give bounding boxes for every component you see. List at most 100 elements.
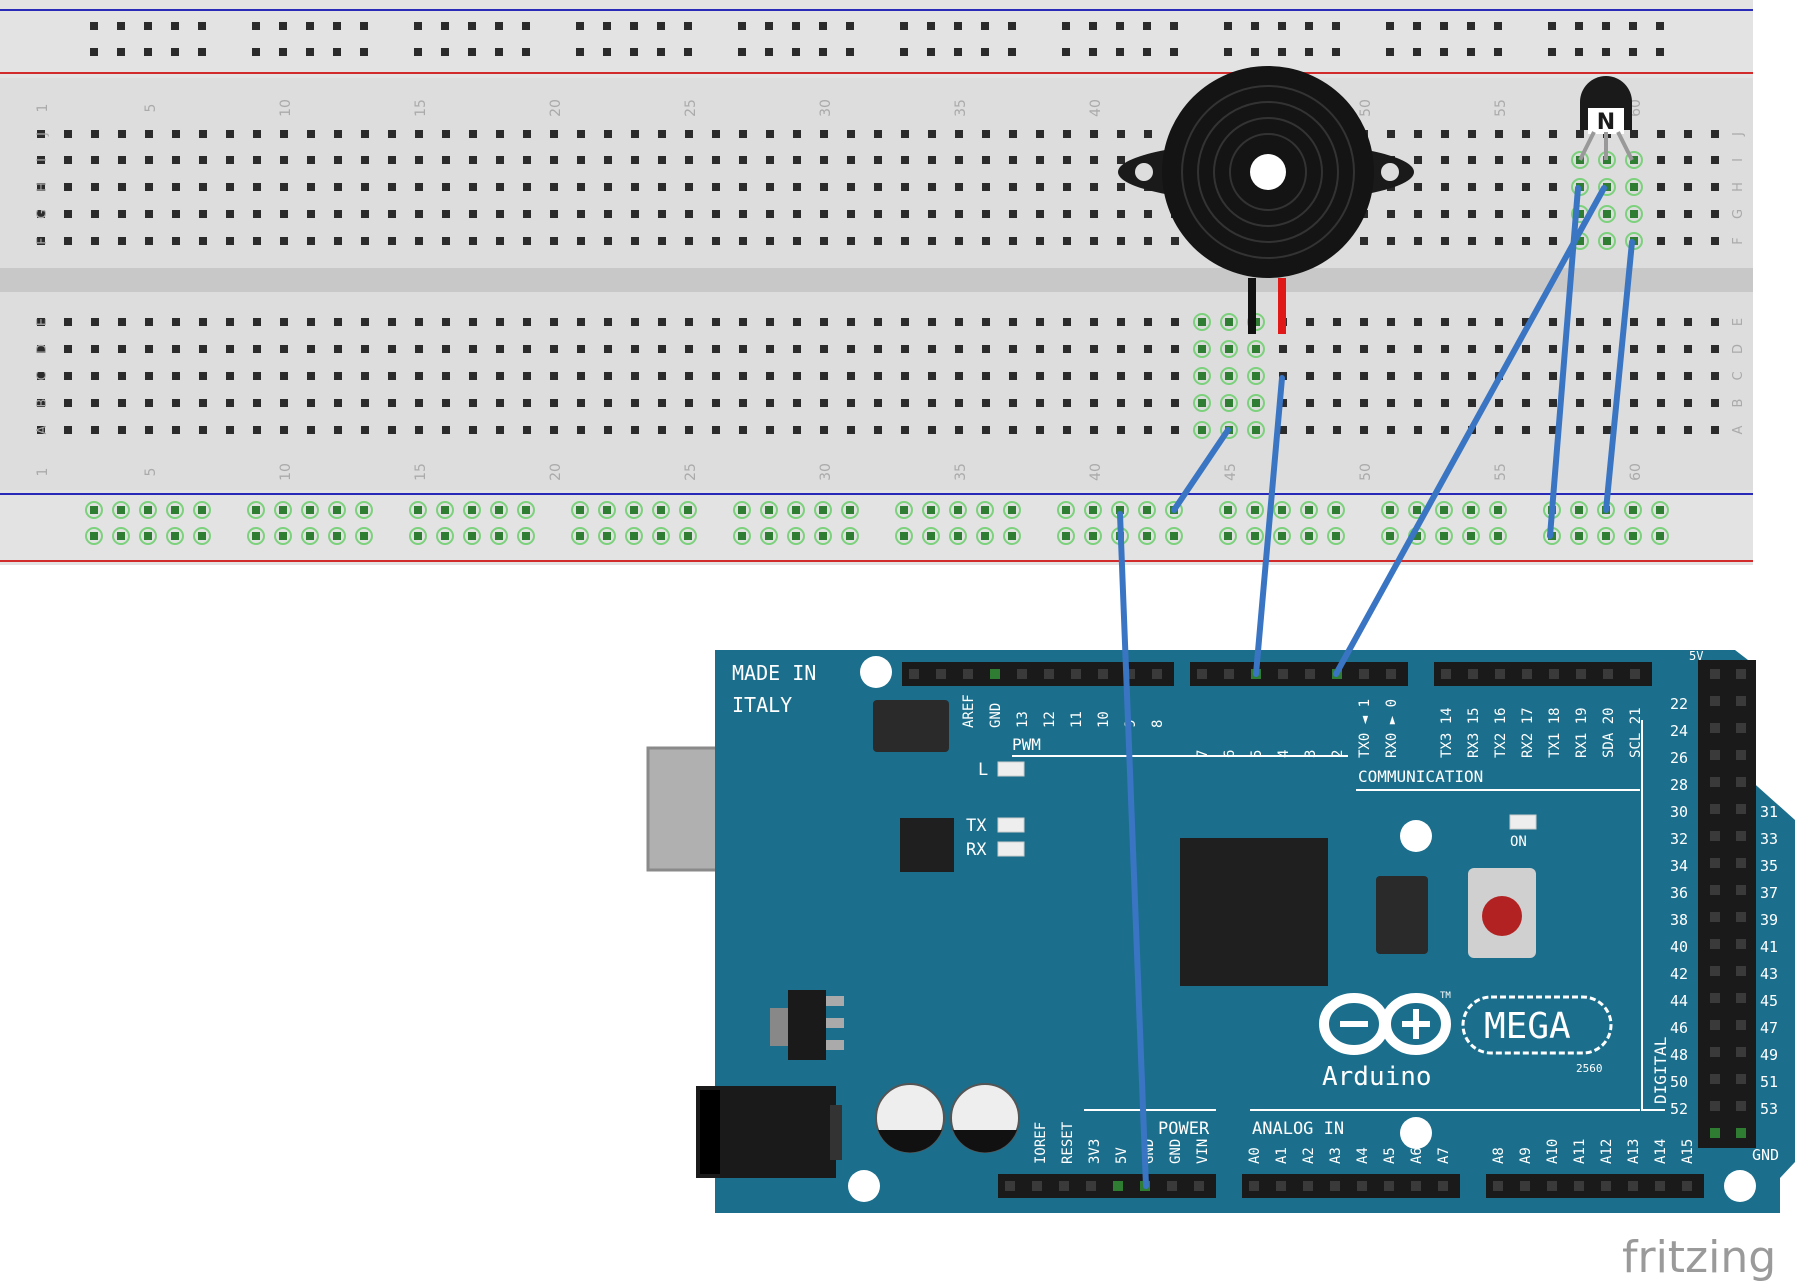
breadboard-hole[interactable] [1711, 210, 1719, 218]
breadboard-hole[interactable] [118, 210, 126, 218]
breadboard-hole[interactable] [1306, 399, 1314, 407]
breadboard-hole[interactable] [334, 210, 342, 218]
rail-hole[interactable] [819, 22, 827, 30]
breadboard-hole[interactable] [280, 237, 288, 245]
breadboard-hole[interactable] [1009, 210, 1017, 218]
breadboard-hole[interactable] [415, 130, 423, 138]
rail-hole[interactable] [252, 506, 260, 514]
breadboard-hole[interactable] [1279, 399, 1287, 407]
breadboard-hole[interactable] [928, 130, 936, 138]
breadboard-hole[interactable] [604, 183, 612, 191]
rail-hole[interactable] [198, 48, 206, 56]
breadboard-hole[interactable] [1009, 130, 1017, 138]
breadboard-hole[interactable] [658, 426, 666, 434]
breadboard-hole[interactable] [1306, 345, 1314, 353]
breadboard-hole[interactable] [550, 426, 558, 434]
breadboard-hole[interactable] [37, 318, 45, 326]
breadboard-hole[interactable] [1414, 372, 1422, 380]
breadboard-hole[interactable] [820, 345, 828, 353]
rail-hole[interactable] [1170, 48, 1178, 56]
breadboard-hole[interactable] [280, 345, 288, 353]
breadboard-hole[interactable] [469, 130, 477, 138]
breadboard-hole[interactable] [415, 399, 423, 407]
breadboard-hole[interactable] [1414, 318, 1422, 326]
breadboard-hole[interactable] [172, 345, 180, 353]
breadboard-hole[interactable] [739, 399, 747, 407]
rail-hole[interactable] [1116, 48, 1124, 56]
wire-buzzer-to-rail[interactable] [1171, 427, 1231, 513]
breadboard-hole[interactable] [631, 318, 639, 326]
breadboard-hole[interactable] [469, 372, 477, 380]
header-pin[interactable] [1305, 669, 1315, 679]
breadboard-hole[interactable] [442, 372, 450, 380]
rail-hole[interactable] [468, 506, 476, 514]
breadboard-hole[interactable] [1009, 399, 1017, 407]
rail-hole[interactable] [1305, 22, 1313, 30]
breadboard-hole[interactable] [577, 345, 585, 353]
breadboard-hole[interactable] [928, 318, 936, 326]
breadboard-hole[interactable] [901, 130, 909, 138]
breadboard-hole[interactable] [847, 183, 855, 191]
breadboard-hole[interactable] [442, 183, 450, 191]
rail-hole[interactable] [954, 48, 962, 56]
breadboard-hole[interactable] [1630, 345, 1638, 353]
header-pin[interactable] [1655, 1181, 1665, 1191]
breadboard-hole[interactable] [64, 130, 72, 138]
rail-hole[interactable] [1089, 506, 1097, 514]
breadboard-hole[interactable] [901, 318, 909, 326]
rail-hole[interactable] [684, 532, 692, 540]
rail-hole[interactable] [1008, 506, 1016, 514]
breadboard-hole[interactable] [388, 237, 396, 245]
breadboard-hole[interactable] [1603, 372, 1611, 380]
breadboard-hole[interactable] [37, 372, 45, 380]
breadboard-hole[interactable] [1090, 156, 1098, 164]
breadboard-hole[interactable] [1009, 156, 1017, 164]
rail-hole[interactable] [981, 532, 989, 540]
breadboard-hole[interactable] [523, 156, 531, 164]
breadboard-hole[interactable] [577, 210, 585, 218]
breadboard-hole[interactable] [928, 345, 936, 353]
header-pin[interactable] [1710, 723, 1720, 733]
breadboard-hole[interactable] [226, 399, 234, 407]
breadboard-hole[interactable] [658, 130, 666, 138]
breadboard-hole[interactable] [577, 156, 585, 164]
breadboard-hole[interactable] [955, 237, 963, 245]
breadboard-hole[interactable] [361, 183, 369, 191]
breadboard-hole[interactable] [145, 156, 153, 164]
breadboard-hole[interactable] [388, 345, 396, 353]
breadboard-hole[interactable] [1279, 426, 1287, 434]
breadboard-hole[interactable] [928, 183, 936, 191]
header-pin[interactable] [1710, 939, 1720, 949]
breadboard-hole[interactable] [1090, 399, 1098, 407]
breadboard-hole[interactable] [1630, 372, 1638, 380]
rail-hole[interactable] [738, 506, 746, 514]
rail-hole[interactable] [1089, 22, 1097, 30]
breadboard-hole[interactable] [226, 318, 234, 326]
breadboard-hole[interactable] [1414, 345, 1422, 353]
wire-transistor-to-rail-b[interactable] [1603, 239, 1635, 513]
breadboard-hole[interactable] [64, 345, 72, 353]
rail-hole[interactable] [414, 532, 422, 540]
breadboard-hole[interactable] [901, 156, 909, 164]
header-pin[interactable] [1736, 912, 1746, 922]
breadboard-hole[interactable] [1360, 318, 1368, 326]
breadboard-hole[interactable] [793, 318, 801, 326]
rail-hole[interactable] [171, 48, 179, 56]
breadboard-hole[interactable] [1468, 237, 1476, 245]
header-pin[interactable] [1736, 1101, 1746, 1111]
breadboard-hole[interactable] [982, 156, 990, 164]
breadboard-hole[interactable] [1333, 318, 1341, 326]
breadboard-hole[interactable] [685, 130, 693, 138]
breadboard-hole[interactable] [550, 210, 558, 218]
breadboard-hole[interactable] [496, 399, 504, 407]
breadboard-hole[interactable] [1414, 426, 1422, 434]
breadboard-hole[interactable] [550, 156, 558, 164]
breadboard-hole[interactable] [577, 130, 585, 138]
rail-hole[interactable] [1467, 506, 1475, 514]
breadboard-hole[interactable] [334, 426, 342, 434]
breadboard-hole[interactable] [145, 399, 153, 407]
breadboard-hole[interactable] [1171, 237, 1179, 245]
rail-hole[interactable] [171, 532, 179, 540]
breadboard-hole[interactable] [1657, 183, 1665, 191]
breadboard-hole[interactable] [1225, 345, 1233, 353]
